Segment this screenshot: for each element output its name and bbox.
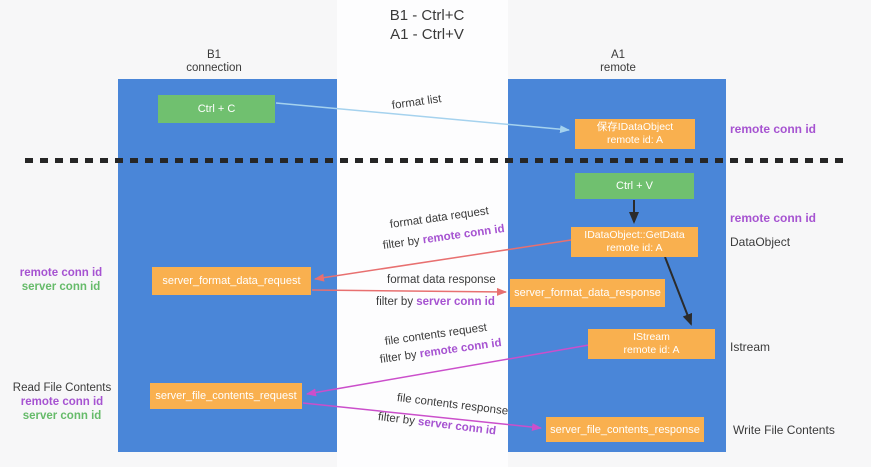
ctrl-v-box: Ctrl + V bbox=[575, 173, 694, 199]
column-a1-name: A1 bbox=[610, 49, 626, 61]
server-format-data-response-box: server_format_data_response bbox=[510, 279, 665, 307]
diagram-title: B1 - Ctrl+C A1 - Ctrl+V bbox=[327, 6, 527, 44]
right-remote-conn-id-mid: remote conn id bbox=[730, 211, 817, 225]
right-remote-conn-id-top: remote conn id bbox=[730, 122, 817, 136]
save-idataobject-line2: remote id: A bbox=[606, 134, 664, 146]
read-file-contents-label: Read File Contents bbox=[12, 382, 112, 394]
istream-line2: remote id: A bbox=[623, 344, 680, 356]
server-file-contents-request-box: server_file_contents_request bbox=[150, 383, 302, 409]
write-file-contents-label: Write File Contents bbox=[733, 423, 835, 437]
istream-line1: IStream bbox=[633, 331, 670, 343]
ctrl-c-label: Ctrl + C bbox=[197, 103, 236, 115]
file-request-label: server_file_contents_request bbox=[155, 390, 297, 402]
column-b1-subtitle: connection bbox=[186, 62, 242, 74]
left-server-conn-id-2: server conn id bbox=[22, 410, 102, 422]
ctrl-v-label: Ctrl + V bbox=[616, 180, 653, 192]
server-conn-id-highlight-1: server conn id bbox=[416, 296, 495, 308]
save-idataobject-line1: 保存IDataObject bbox=[596, 121, 674, 133]
title-line-1: B1 - Ctrl+C bbox=[389, 7, 465, 24]
column-a1-subtitle: remote bbox=[600, 62, 636, 74]
istream-box: IStream remote id: A bbox=[588, 329, 715, 359]
column-header-b1: B1 connection bbox=[154, 49, 274, 75]
left-server-conn-id-1: server conn id bbox=[21, 281, 101, 293]
left-remote-conn-id-2: remote conn id bbox=[20, 396, 104, 408]
getdata-line2: remote id: A bbox=[606, 242, 663, 254]
dataobject-label: DataObject bbox=[730, 235, 791, 249]
left-conn-id-group-2: Read File Contents remote conn id server… bbox=[6, 381, 118, 423]
save-idataobject-box: 保存IDataObject remote id: A bbox=[575, 119, 695, 149]
istream-side-label: Istream bbox=[730, 340, 771, 354]
format-response-label: server_format_data_response bbox=[514, 287, 661, 299]
column-b1-name: B1 bbox=[206, 49, 222, 61]
format-request-label: server_format_data_request bbox=[162, 275, 301, 287]
left-remote-conn-id-1: remote conn id bbox=[19, 267, 103, 279]
format-response-filter-label: filter by server conn id bbox=[376, 296, 495, 308]
column-header-a1: A1 remote bbox=[558, 49, 678, 75]
getdata-line1: IDataObject::GetData bbox=[584, 229, 685, 241]
phase-separator-dashed-line bbox=[25, 158, 847, 163]
ctrl-c-box: Ctrl + C bbox=[158, 95, 275, 123]
server-file-contents-response-box: server_file_contents_response bbox=[546, 417, 704, 442]
file-response-label: server_file_contents_response bbox=[550, 423, 700, 436]
idataobject-getdata-box: IDataObject::GetData remote id: A bbox=[571, 227, 698, 257]
server-format-data-request-box: server_format_data_request bbox=[152, 267, 311, 295]
title-line-2: A1 - Ctrl+V bbox=[390, 26, 464, 43]
format-data-response-label: format data response bbox=[387, 274, 496, 286]
filter-by-text-2: filter by bbox=[376, 296, 417, 308]
left-conn-id-group-1: remote conn id server conn id bbox=[6, 266, 116, 294]
